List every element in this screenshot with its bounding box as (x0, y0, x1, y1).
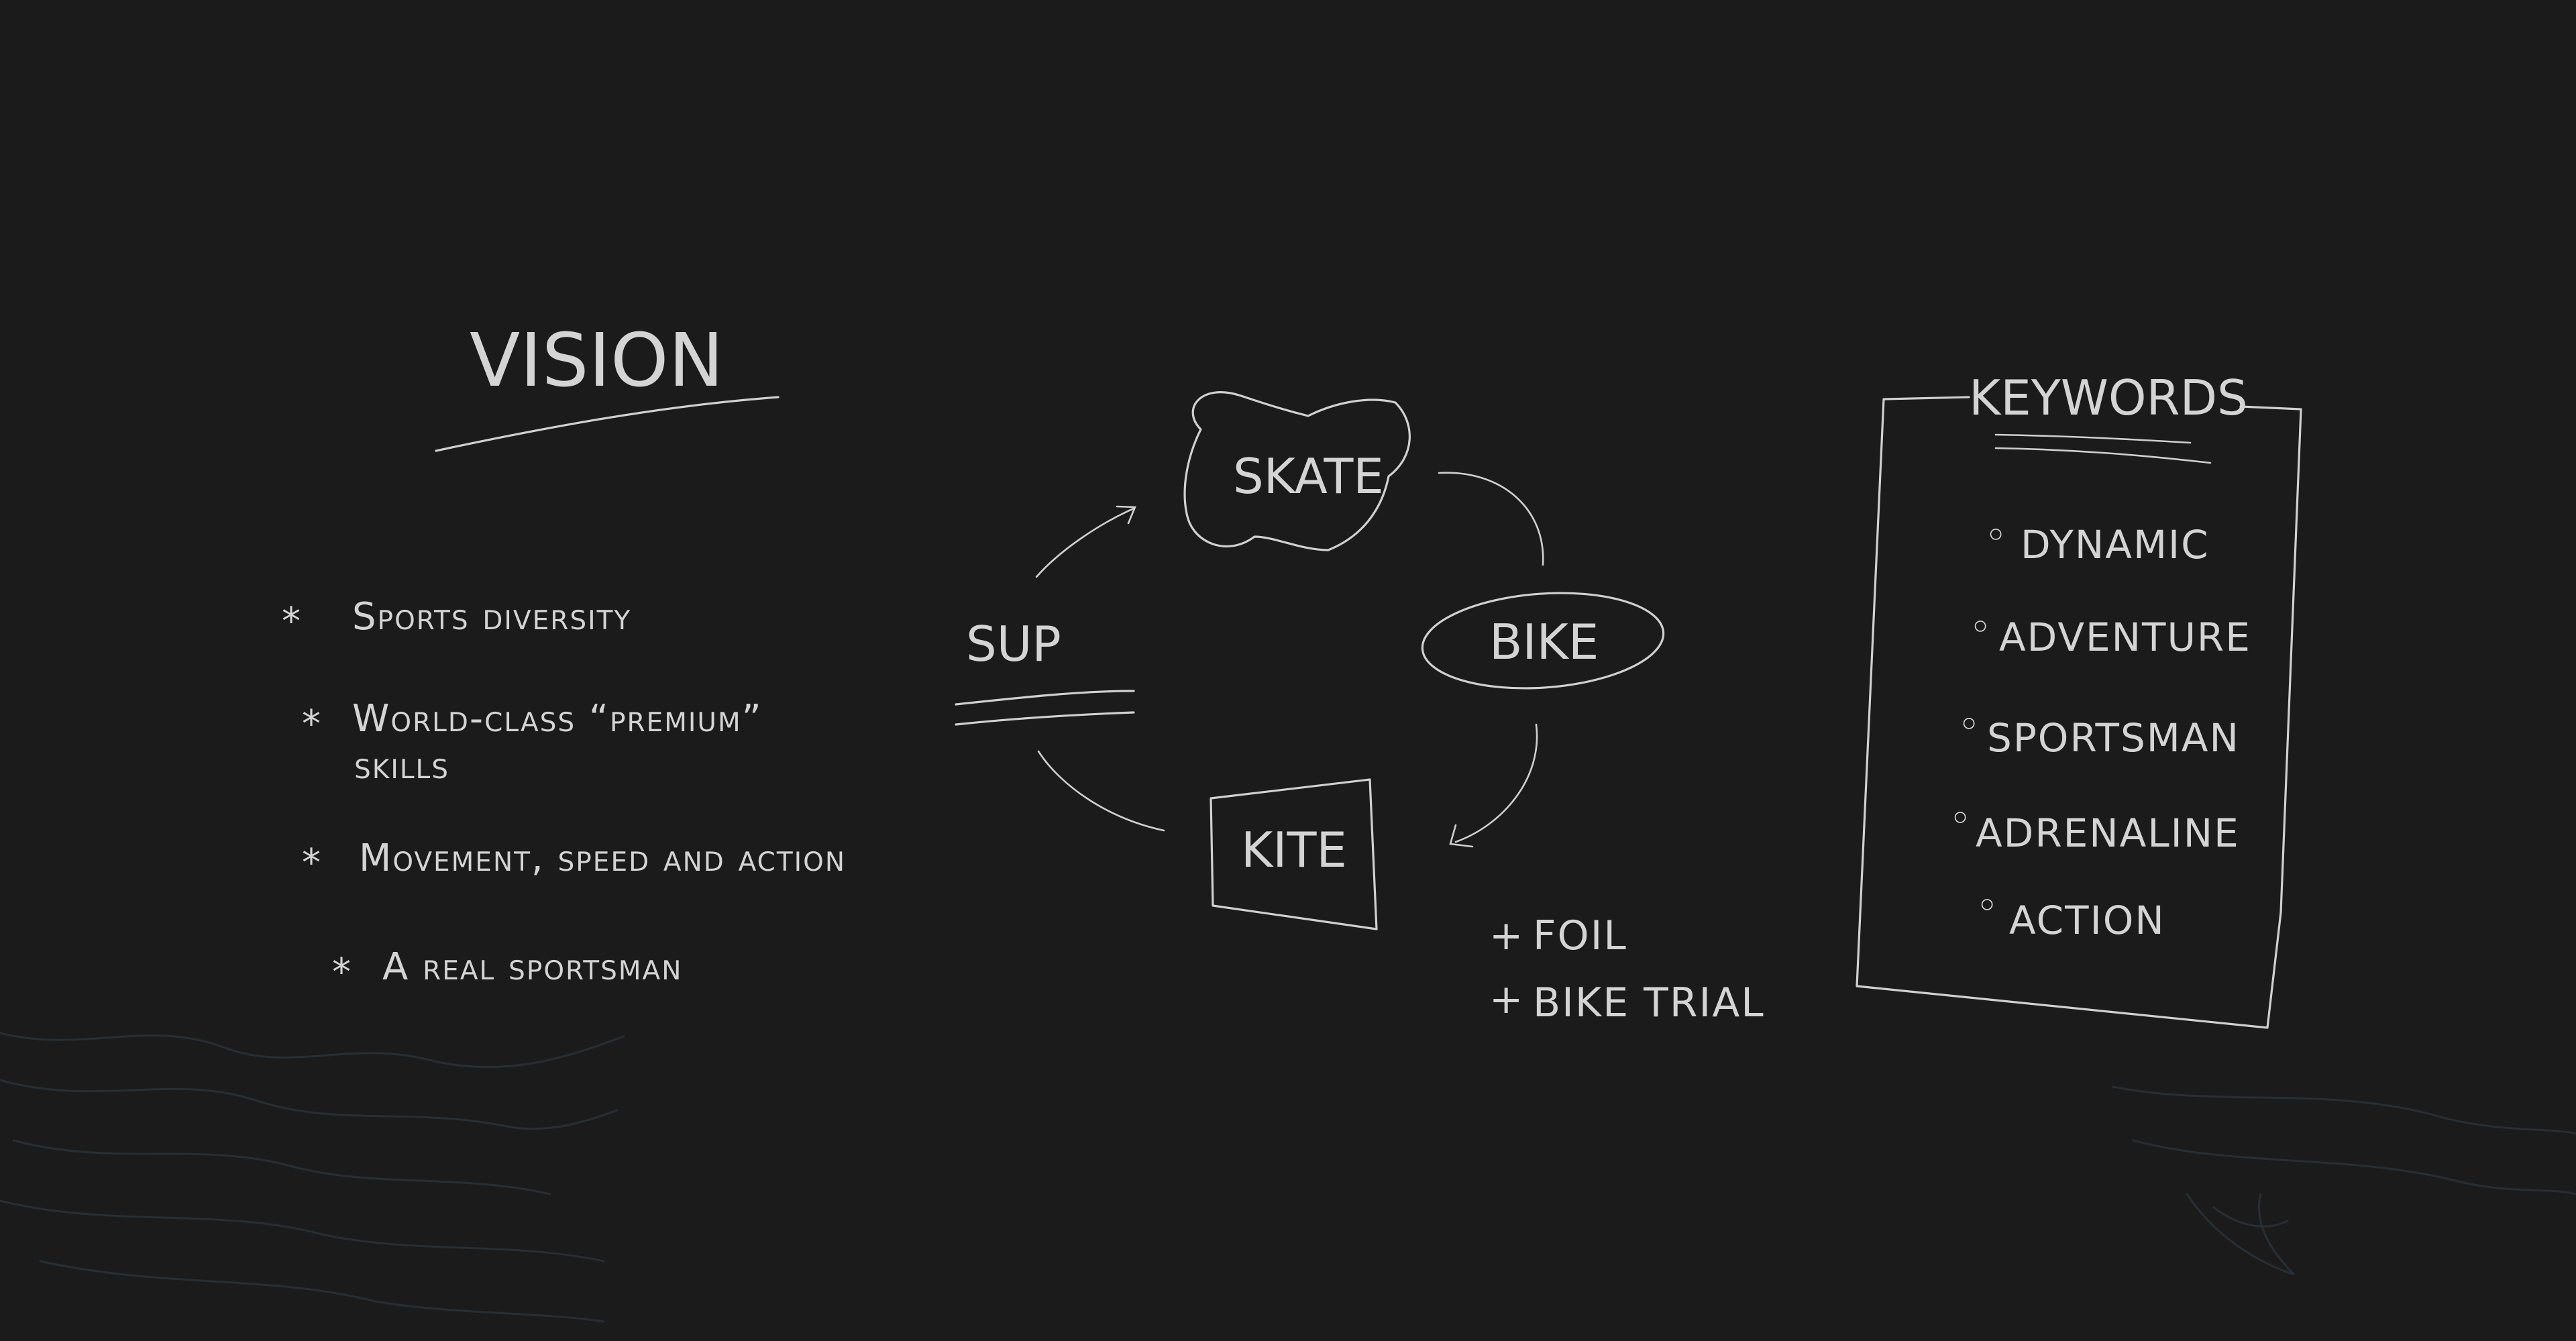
vision-item-3: Movement, speed and action (359, 837, 846, 880)
skate-cloud-shape (1183, 391, 1411, 551)
vision-bullet-2: * (302, 702, 322, 746)
arrow-bike-to-kite (1454, 723, 1538, 843)
vision-bullet-3: * (302, 841, 322, 885)
vision-item-2: World-class “premium” (352, 697, 763, 741)
vision-section: VISION * Sports diversity * World-class … (282, 317, 846, 994)
connector-skate-to-bike (1438, 472, 1544, 566)
keyword-adventure: ADVENTURE (1999, 614, 2251, 660)
vision-underline (435, 396, 780, 452)
keyword-dynamic: DYNAMIC (2021, 522, 2210, 568)
keyword-bullet-5: ◦ (1976, 883, 2000, 928)
arrow-head-kite (1449, 824, 1474, 848)
keyword-bullet-2: ◦ (1969, 604, 1993, 650)
keyword-action: ACTION (2009, 898, 2165, 943)
sup-label: SUP (966, 616, 1061, 672)
skate-label: SKATE (1233, 448, 1384, 504)
vision-bullet-1: * (282, 600, 302, 643)
keywords-frame (1856, 396, 2302, 1029)
keywords-underline-1 (1994, 433, 2192, 444)
keywords-underline-2 (1994, 447, 2212, 464)
keyword-bullet-4: ◦ (1949, 796, 1973, 841)
sup-underline-2 (955, 711, 1135, 726)
bike-label: BIKE (1489, 614, 1599, 670)
vision-bullet-4: * (332, 951, 352, 994)
vision-item-4: A real sportsman (382, 945, 682, 989)
sup-underline-1 (955, 690, 1135, 706)
kite-label: KITE (1241, 822, 1347, 878)
extra-sign-2: + (1489, 976, 1524, 1023)
keyword-sportsman: SPORTSMAN (1987, 715, 2240, 761)
extra-bike-trial: BIKE TRIAL (1533, 979, 1765, 1026)
keywords-title: KEYWORDS (1969, 370, 2248, 426)
arrow-head-skate (1116, 505, 1136, 525)
keywords-section: KEYWORDS ◦ DYNAMIC ◦ ADVENTURE ◦ SPORTSM… (1856, 370, 2302, 1029)
keyword-bullet-3: ◦ (1957, 702, 1982, 747)
arrow-sup-to-skate (1035, 507, 1135, 578)
vision-title: VISION (470, 317, 724, 403)
keyword-adrenaline: ADRENALINE (1976, 810, 2240, 856)
kite-box (1210, 778, 1378, 930)
bike-ellipse (1421, 592, 1665, 690)
extra-sign-1: + (1489, 912, 1524, 959)
sports-cycle: SKATE BIKE KITE SUP + FOIL + BIKE TRIAL (955, 391, 1765, 1026)
vision-item-1: Sports diversity (352, 595, 631, 639)
background-decoration (0, 1032, 2576, 1323)
keyword-bullet-1: ◦ (1984, 513, 2008, 558)
connector-kite-to-sup (1037, 750, 1165, 832)
extra-foil: FOIL (1533, 912, 1627, 959)
vision-item-2-continuation: skills (354, 744, 449, 788)
